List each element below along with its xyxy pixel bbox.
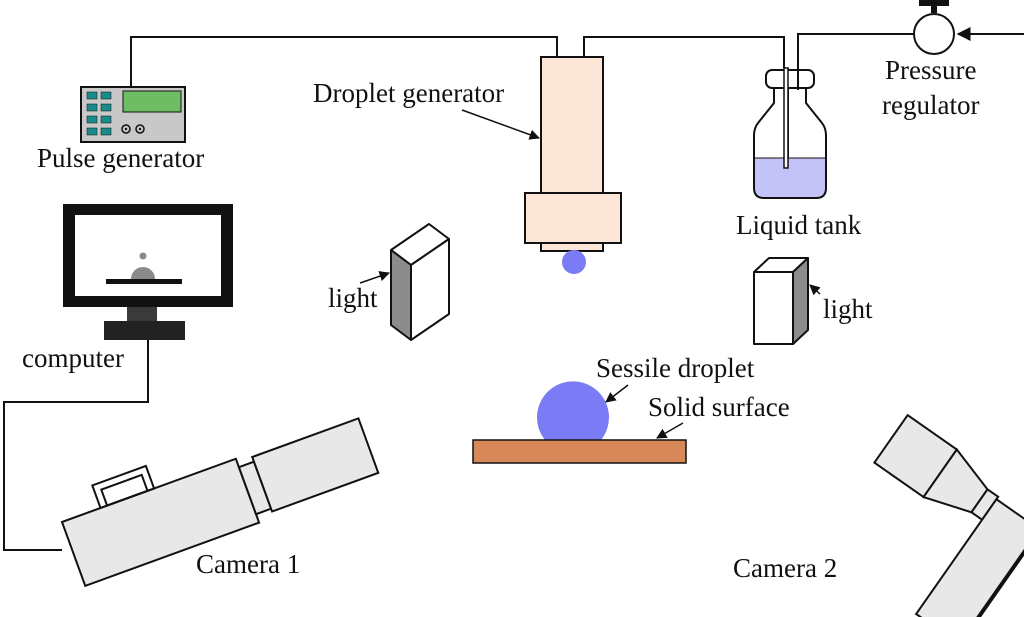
generator-to-tank-tube [583, 36, 785, 68]
sessile-droplet-label: Sessile droplet [596, 353, 755, 383]
pulse-generator-label: Pulse generator [37, 143, 204, 173]
light-left-pointer [359, 271, 390, 284]
pressure-gauge-icon[interactable] [913, 0, 955, 55]
solid-surface[interactable] [472, 439, 687, 464]
solid-surface-pointer [656, 422, 684, 439]
pressure-regulator-label-line2: regulator [882, 90, 979, 120]
droplet-generator-label: Droplet generator [313, 78, 504, 108]
liquid-tank-label: Liquid tank [736, 210, 862, 240]
pulse-generator-device-icon[interactable] [80, 86, 186, 143]
light-right-label: light [823, 294, 873, 324]
light-source-icon[interactable] [753, 257, 809, 345]
light-right-pointer [809, 284, 821, 296]
falling-droplet [562, 250, 586, 274]
solid-surface-label: Solid surface [648, 392, 790, 422]
light-source-icon[interactable] [390, 223, 450, 341]
pressure-regulator-label-line1: Pressure [885, 55, 976, 85]
pulse-generator-buttons[interactable] [86, 91, 112, 136]
camera2-label: Camera 2 [733, 553, 837, 583]
computer-monitor-icon[interactable] [63, 204, 233, 340]
computer-label: computer [22, 343, 124, 373]
droplet-generator[interactable] [524, 56, 622, 252]
regulator-to-tank-tube [797, 33, 914, 68]
camera-icon[interactable] [54, 392, 381, 588]
computer-to-camera-wire [3, 340, 149, 551]
camera1-label: Camera 1 [196, 549, 300, 579]
pulse-to-generator-wire [130, 36, 558, 87]
sessile-droplet[interactable] [537, 381, 609, 440]
light-left-label: light [328, 283, 378, 313]
camera-icon[interactable] [817, 413, 1024, 617]
sessile-droplet-pointer [605, 384, 629, 403]
droplet-generator-pointer [461, 109, 540, 140]
bottle-icon[interactable] [753, 67, 827, 199]
